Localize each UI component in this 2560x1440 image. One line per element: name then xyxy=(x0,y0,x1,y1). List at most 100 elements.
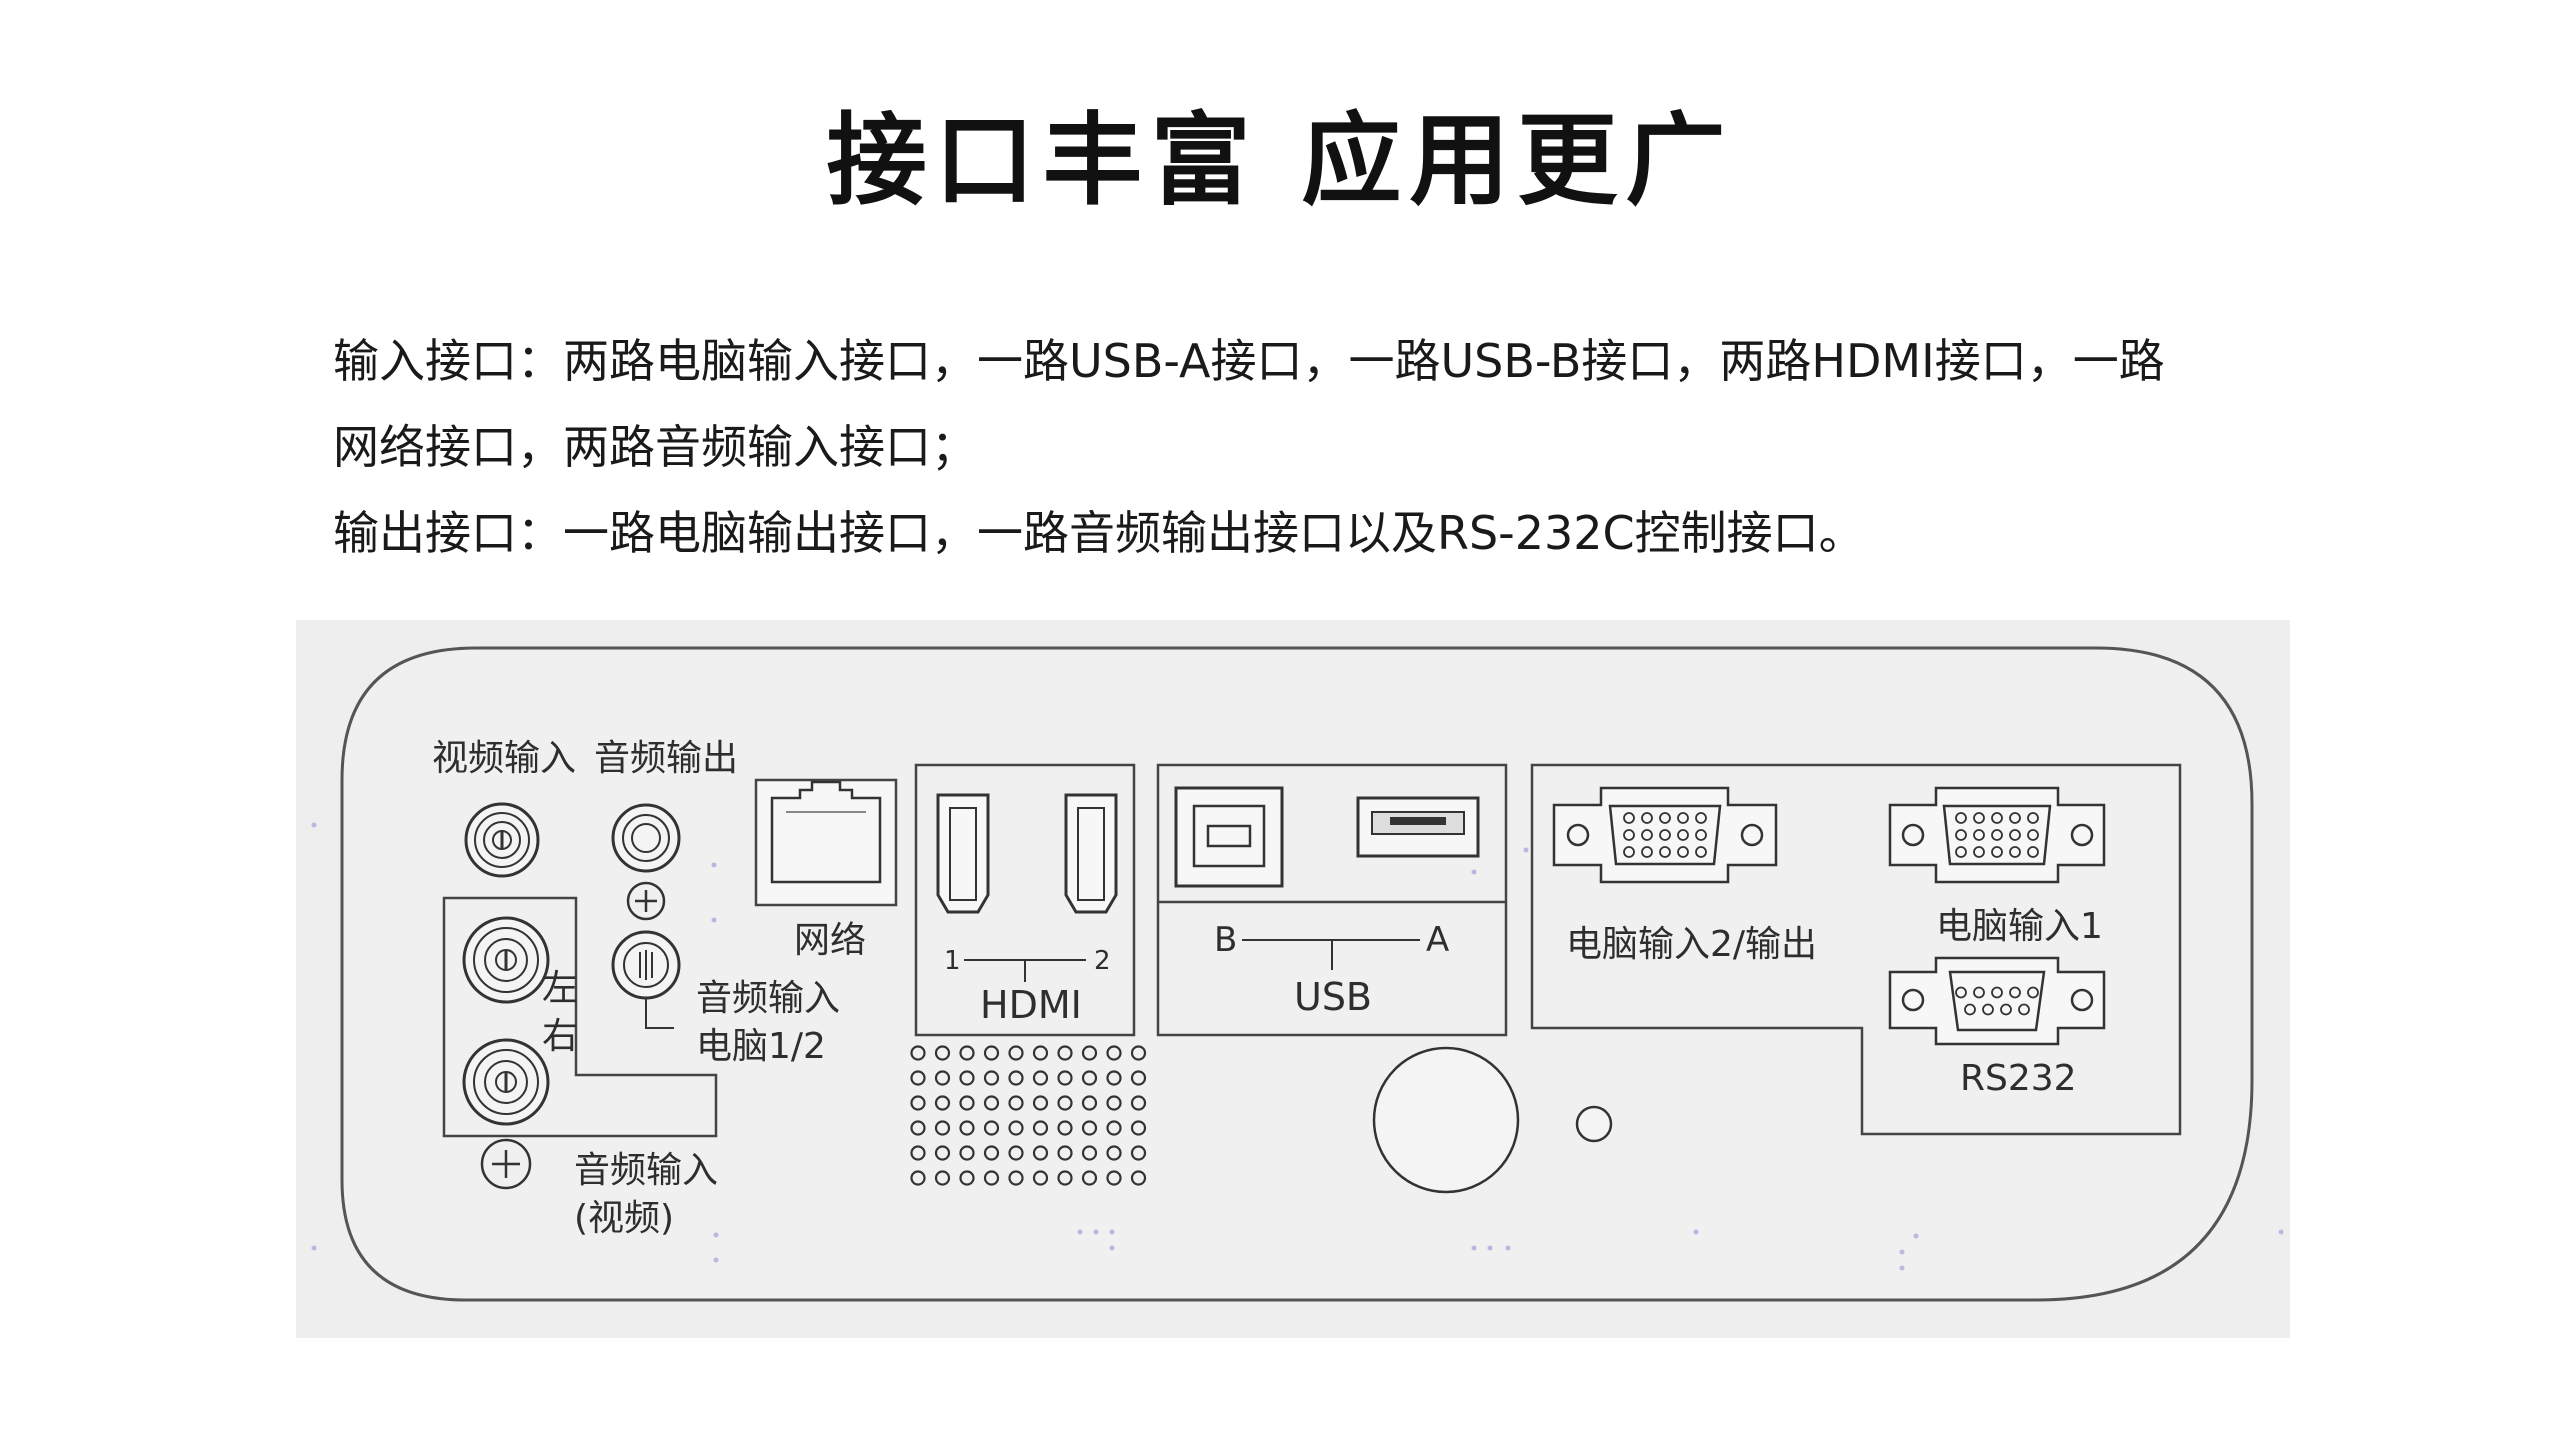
pc-12-label: 电脑1/2 xyxy=(696,1026,826,1067)
audio-lr-frame xyxy=(442,896,718,1138)
hdmi-1-label: 1 xyxy=(944,946,961,976)
connector-pin xyxy=(2009,986,2021,999)
video-in-label: 视频输入 xyxy=(432,738,576,779)
grille-hole xyxy=(910,1170,926,1186)
audio-out-label: 音频输出 xyxy=(594,738,738,779)
grille-hole xyxy=(910,1120,926,1136)
grille-hole xyxy=(1130,1095,1147,1111)
indicator-hole xyxy=(1575,1105,1613,1143)
grille-hole xyxy=(959,1045,975,1061)
connector-pin xyxy=(2009,829,2021,841)
connector-pin xyxy=(1641,812,1653,824)
grille-hole xyxy=(1008,1045,1024,1061)
audio-out-jack[interactable] xyxy=(611,803,681,873)
network-port[interactable] xyxy=(754,778,898,907)
grille-hole xyxy=(1106,1070,1122,1086)
connector-pin xyxy=(1677,829,1689,841)
description: 输入接口：两路电脑输入接口，一路USB-A接口，一路USB-B接口，两路HDMI… xyxy=(333,318,2263,576)
grille-hole xyxy=(910,1045,926,1061)
video-paren-label: (视频) xyxy=(574,1198,674,1239)
grille-hole xyxy=(1130,1045,1147,1061)
hdmi-frame xyxy=(914,763,1136,1037)
grille-hole xyxy=(1130,1170,1147,1186)
grille-hole xyxy=(983,1070,1000,1086)
grille-hole xyxy=(1057,1095,1073,1111)
left-label: 左 xyxy=(542,968,578,1009)
grille-hole xyxy=(1057,1070,1073,1086)
audio-in-pc-jack[interactable] xyxy=(611,930,681,1000)
connector-pin xyxy=(2027,812,2039,824)
grille-hole xyxy=(959,1145,975,1161)
description-line-2: 网络接口，两路音频输入接口； xyxy=(333,420,977,474)
grille-hole xyxy=(1106,1045,1122,1061)
connector-pin xyxy=(1982,1003,1994,1016)
grille-hole xyxy=(910,1070,926,1086)
connector-pin xyxy=(1623,829,1635,841)
description-line-3: 输出接口：一路电脑输出接口，一路音频输出接口以及RS-232C控制接口。 xyxy=(333,506,1865,560)
grille-hole xyxy=(959,1120,975,1136)
connector-pin xyxy=(2027,829,2039,841)
grille-hole xyxy=(1130,1145,1147,1161)
audio-in-pc-label: 音频输入 xyxy=(696,978,840,1019)
grille-hole xyxy=(934,1170,951,1186)
connector-pin xyxy=(1659,829,1671,841)
hdmi-2-port[interactable] xyxy=(1064,793,1118,914)
rear-panel-diagram: 视频输入 音频输出 音频输入 电脑1/2 xyxy=(311,646,2284,1302)
grille-hole xyxy=(1081,1120,1098,1136)
pc-in2-out-port[interactable] xyxy=(1552,786,1778,884)
pc-in2-out-label: 电脑输入2/输出 xyxy=(1566,924,1817,965)
connector-pin xyxy=(1973,846,1985,858)
grille-hole xyxy=(1081,1095,1098,1111)
grille-hole xyxy=(934,1045,951,1061)
audio-in-video-label: 音频输入 xyxy=(574,1150,718,1191)
grille-hole xyxy=(1081,1070,1098,1086)
video-in-jack[interactable] xyxy=(464,802,540,878)
grille-hole xyxy=(1057,1170,1073,1186)
usb-label: USB xyxy=(1294,975,1372,1019)
hdmi-1-port[interactable] xyxy=(936,793,990,914)
grille-hole xyxy=(1106,1145,1122,1161)
grille-hole xyxy=(983,1170,1000,1186)
plus-circle-icon xyxy=(626,881,666,921)
connector-pin xyxy=(1955,986,1967,999)
cable-knockout xyxy=(1372,1046,1520,1194)
speaker-grille xyxy=(910,1045,1147,1186)
description-line-1: 输入接口：两路电脑输入接口，一路USB-A接口，一路USB-B接口，两路HDMI… xyxy=(333,334,2165,388)
grille-hole xyxy=(934,1145,951,1161)
grille-hole xyxy=(983,1045,1000,1061)
grille-hole xyxy=(934,1095,951,1111)
grille-hole xyxy=(1130,1070,1147,1086)
grille-hole xyxy=(910,1145,926,1161)
connector-pin xyxy=(2027,986,2039,999)
connector-pin xyxy=(2027,846,2039,858)
grille-hole xyxy=(959,1095,975,1111)
hdmi-2-label: 2 xyxy=(1094,946,1111,976)
grille-hole xyxy=(1106,1170,1122,1186)
connector-pin xyxy=(1991,986,2003,999)
connector-pin xyxy=(1677,812,1689,824)
connector-pin xyxy=(1641,846,1653,858)
grille-hole xyxy=(1032,1045,1049,1061)
usb-b-port[interactable] xyxy=(1174,786,1284,888)
connector-pin xyxy=(1677,846,1689,858)
audio-left-jack[interactable] xyxy=(462,916,550,1004)
connector-pin xyxy=(2009,812,2021,824)
connector-pin xyxy=(1623,812,1635,824)
grille-hole xyxy=(1008,1170,1024,1186)
grille-hole xyxy=(1106,1095,1122,1111)
connector-pin xyxy=(2009,846,2021,858)
grille-hole xyxy=(1081,1045,1098,1061)
grille-hole xyxy=(1032,1170,1049,1186)
audio-right-jack[interactable] xyxy=(462,1038,550,1126)
connector-pin xyxy=(1955,829,1967,841)
rs232-port[interactable] xyxy=(1888,956,2106,1046)
pc-in1-port[interactable] xyxy=(1888,786,2106,884)
connector-pin xyxy=(1623,846,1635,858)
page-title: 接口丰富 应用更广 xyxy=(826,102,1734,219)
grille-hole xyxy=(959,1170,975,1186)
grille-hole xyxy=(1008,1070,1024,1086)
grille-hole xyxy=(983,1145,1000,1161)
usb-a-port[interactable] xyxy=(1356,796,1480,858)
grille-hole xyxy=(1057,1045,1073,1061)
grille-hole xyxy=(1081,1170,1098,1186)
